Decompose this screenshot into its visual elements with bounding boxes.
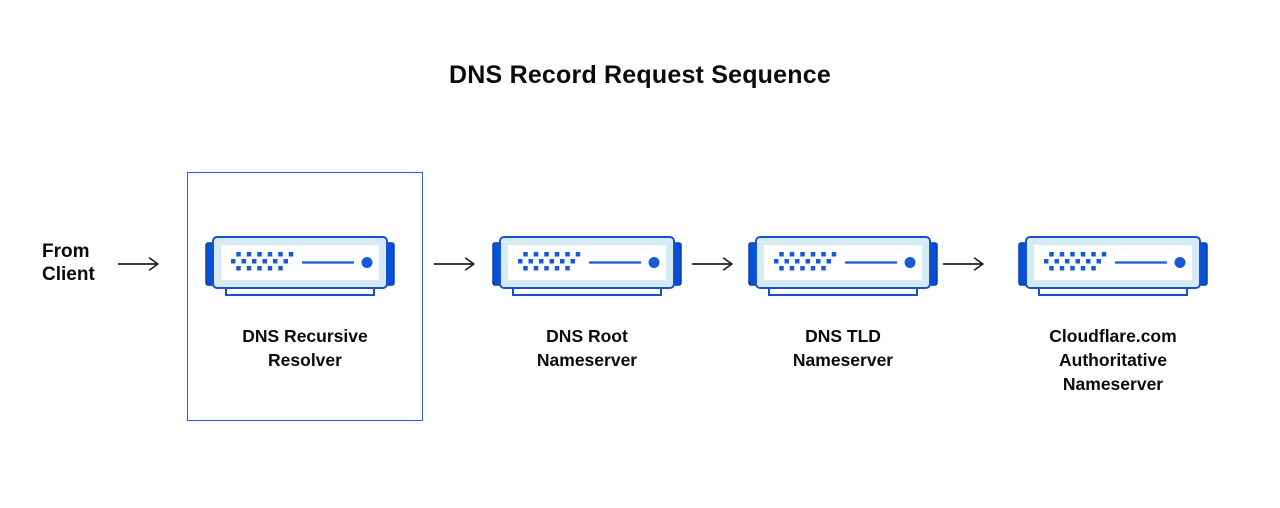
page-title: DNS Record Request Sequence	[449, 61, 831, 89]
node-label-authoritative-nameserver: Cloudflare.com Authoritative Nameserver	[1049, 326, 1177, 394]
server-icon-recursive-resolver	[205, 236, 395, 299]
node-label-recursive-resolver: DNS Recursive Resolver	[242, 326, 368, 370]
server-icon-tld-nameserver	[748, 236, 938, 299]
node-label-root-nameserver: DNS Root Nameserver	[536, 326, 638, 370]
arrow-icon-tld-to-authoritative	[942, 256, 990, 272]
node-label-tld-nameserver: DNS TLD Nameserver	[792, 326, 894, 370]
arrow-icon-resolver-to-root	[433, 256, 481, 272]
arrow-icon-root-to-tld	[691, 256, 739, 272]
from-client-label: From Client	[42, 241, 95, 285]
server-icon-authoritative-nameserver	[1018, 236, 1208, 299]
arrow-icon-client-to-resolver	[117, 256, 165, 272]
highlight-box-recursive-resolver	[187, 172, 423, 421]
server-icon-root-nameserver	[492, 236, 682, 299]
